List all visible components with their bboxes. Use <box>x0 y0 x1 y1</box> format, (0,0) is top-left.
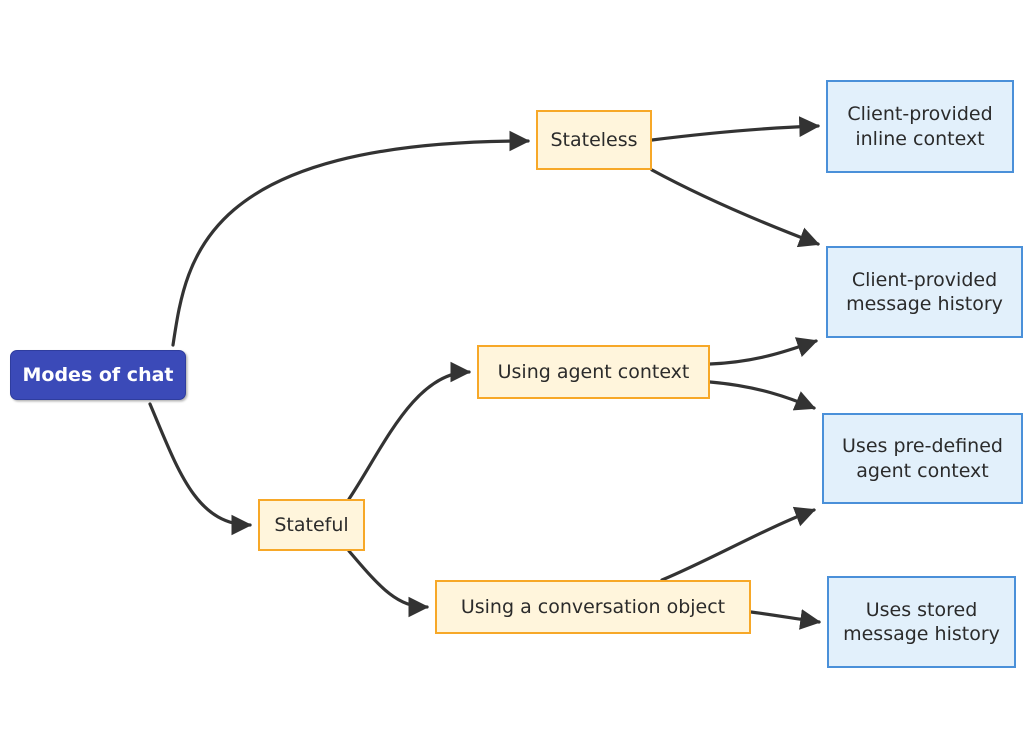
node-label-stateless: Stateless <box>550 128 638 151</box>
node-agent_context[interactable]: Using agent context <box>477 345 710 399</box>
node-label-agent_context: Using agent context <box>497 360 690 383</box>
node-label-stateful: Stateful <box>274 513 349 536</box>
node-label-inline_context: Client-provided inline context <box>847 103 993 150</box>
node-stateful[interactable]: Stateful <box>258 499 365 551</box>
edge-agent_context-to-message_history <box>708 337 818 366</box>
node-predefined_agent_context[interactable]: Uses pre-defined agent context <box>822 413 1023 504</box>
edge-root-to-stateless <box>171 130 531 347</box>
edge-conversation_object-to-predefined_agent_context <box>660 506 816 582</box>
node-stored_message_history[interactable]: Uses stored message history <box>827 576 1016 668</box>
node-stateless[interactable]: Stateless <box>536 110 652 170</box>
edge-root-to-stateful <box>148 402 253 536</box>
edge-stateful-to-agent_context <box>347 361 472 501</box>
node-label-conversation_object: Using a conversation object <box>460 595 726 618</box>
node-conversation_object[interactable]: Using a conversation object <box>435 580 751 634</box>
node-inline_context[interactable]: Client-provided inline context <box>826 80 1014 173</box>
node-label-message_history: Client-provided message history <box>846 268 1003 315</box>
edge-stateless-to-inline_context <box>650 116 821 142</box>
edge-stateless-to-message_history <box>650 168 820 248</box>
edge-stateful-to-conversation_object <box>347 549 430 618</box>
edge-conversation_object-to-stored_message_history <box>749 609 822 630</box>
node-label-stored_message_history: Uses stored message history <box>843 598 1000 645</box>
node-label-predefined_agent_context: Uses pre-defined agent context <box>842 435 1003 482</box>
node-label-root: Modes of chat <box>22 363 174 386</box>
node-message_history[interactable]: Client-provided message history <box>826 246 1023 338</box>
edge-agent_context-to-predefined_agent_context <box>708 380 816 411</box>
node-root[interactable]: Modes of chat <box>10 350 186 400</box>
